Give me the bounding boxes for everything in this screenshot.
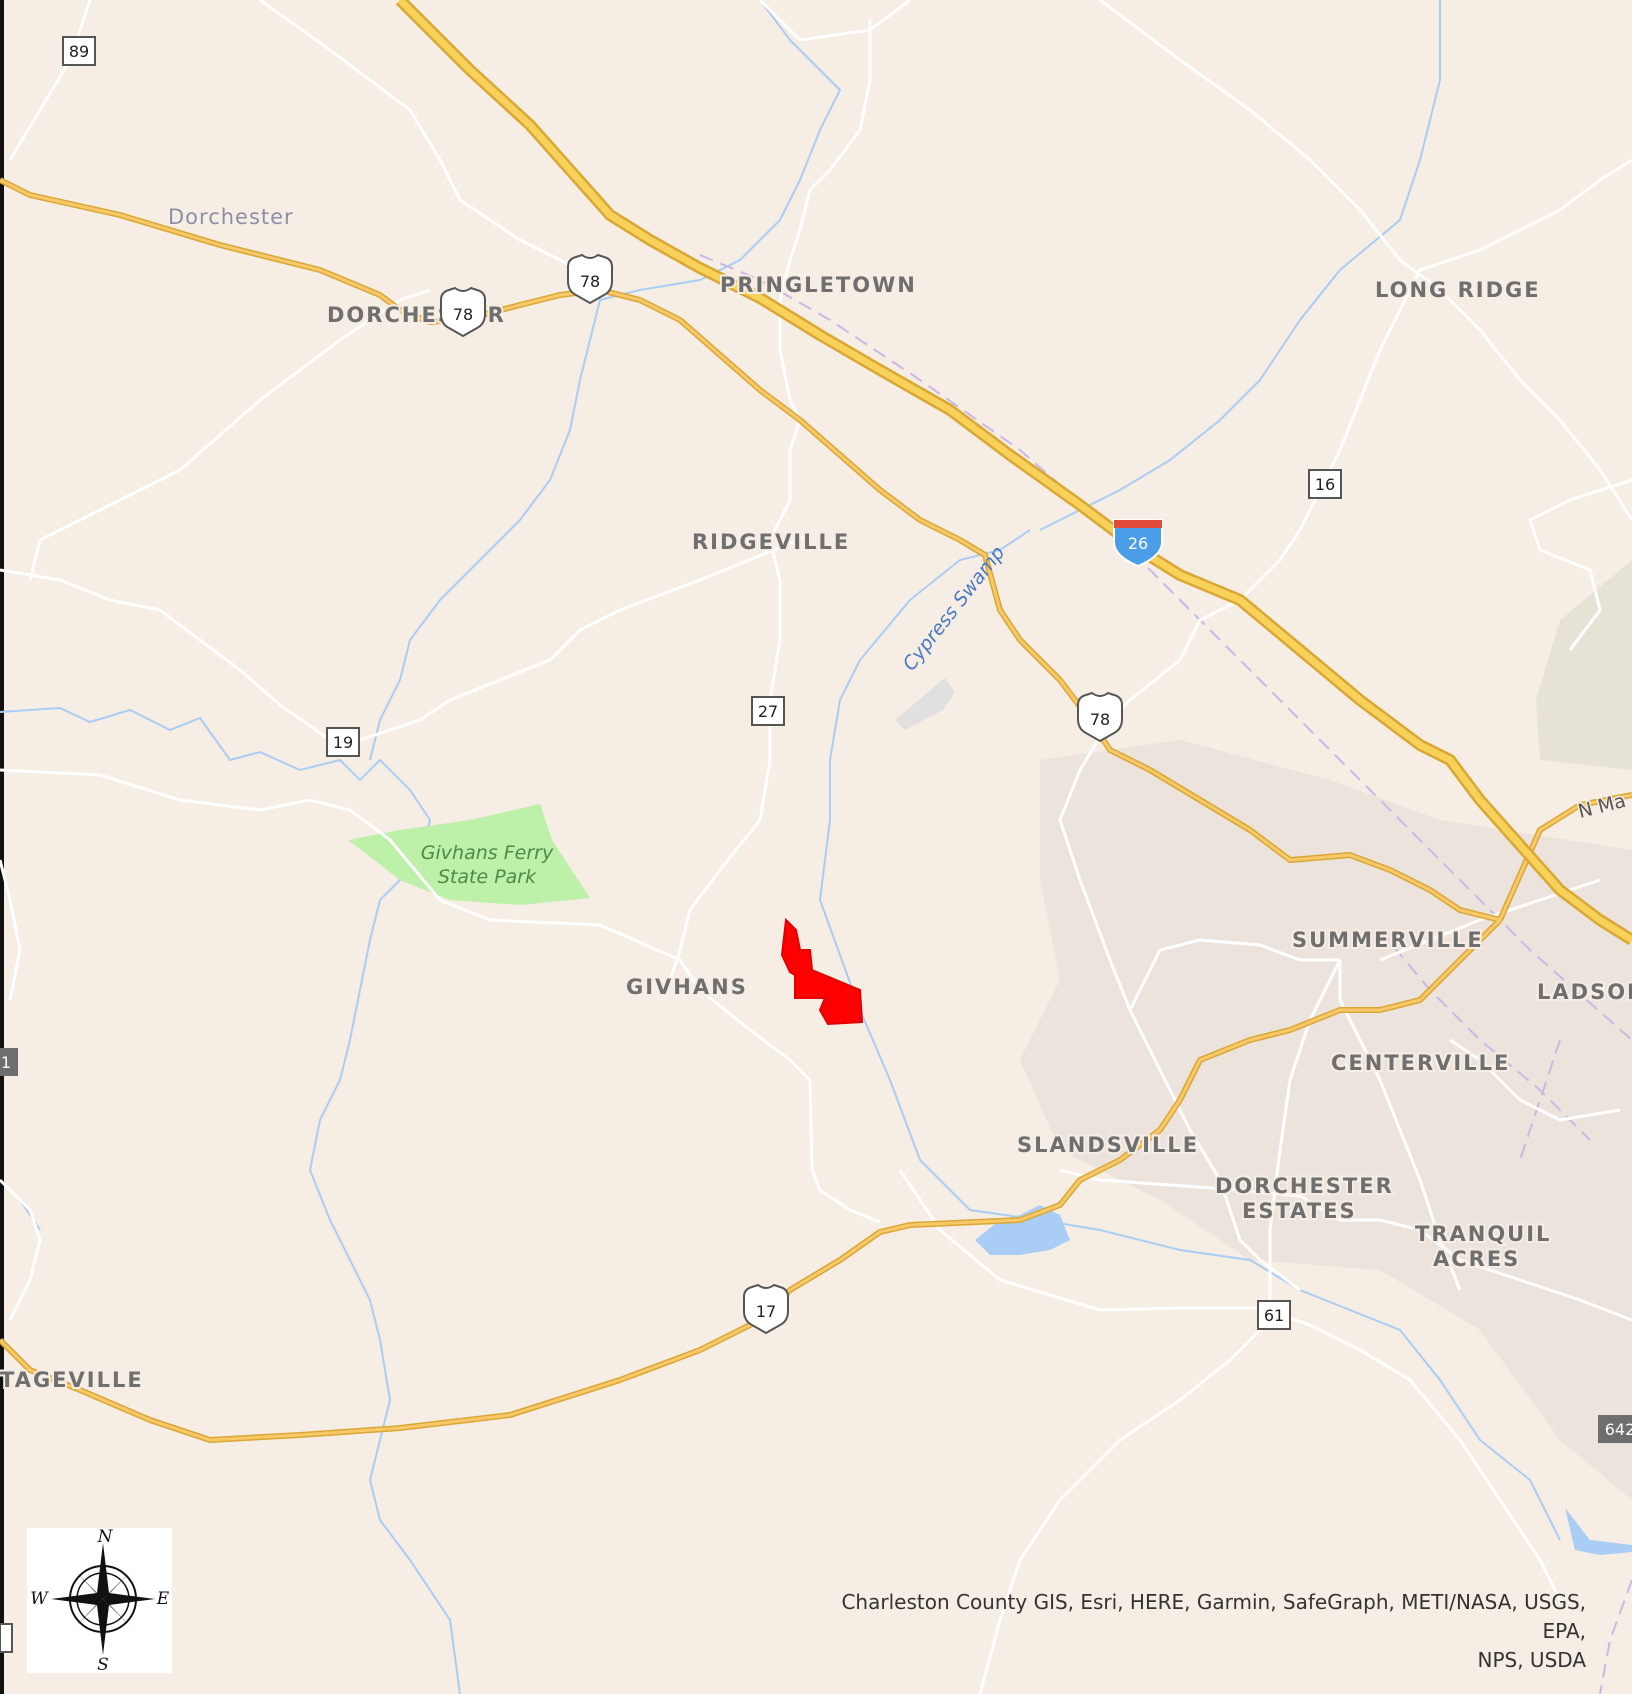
label-tranquil-acres-1: TRANQUIL	[1415, 1222, 1551, 1246]
tributary-1	[369, 0, 842, 761]
svg-text:642: 642	[1605, 1420, 1632, 1439]
us-route-shields: 78 78 78 17	[440, 253, 1123, 1335]
shield-us-17: 17	[743, 1283, 789, 1335]
svg-text:26: 26	[1128, 534, 1148, 553]
label-n-main-street: N Ma	[1576, 790, 1628, 823]
park-label: Givhans Ferry State Park	[421, 842, 554, 888]
label-cypress-swamp: Cypress Swamp	[899, 542, 1010, 675]
label-dorchester-estates-1: DORCHESTER	[1215, 1174, 1394, 1198]
label-centerville: CENTERVILLE	[1331, 1051, 1510, 1075]
compass-west: W	[30, 1589, 49, 1609]
pond	[975, 1205, 1070, 1255]
railroad-lines	[699, 254, 1632, 1694]
compass-south: S	[97, 1655, 109, 1673]
svg-text:78: 78	[1090, 710, 1110, 729]
label-pringletown: PRINGLETOWN	[720, 273, 917, 297]
shield-i-26: 26	[1113, 519, 1163, 568]
label-dorchester-region: Dorchester	[168, 205, 294, 229]
svg-text:89: 89	[69, 42, 89, 61]
label-givhans: GIVHANS	[626, 975, 748, 999]
shield-edge-left: 1	[0, 1048, 18, 1076]
us-routes	[0, 177, 1632, 1443]
compass-north: N	[97, 1528, 114, 1547]
svg-text:19: 19	[333, 733, 353, 752]
svg-text:1: 1	[1, 1053, 11, 1072]
park-label-line1: Givhans Ferry	[421, 842, 554, 864]
label-slandsville: SLANDSVILLE	[1017, 1133, 1199, 1157]
label-tranquil-acres-2: ACRES	[1433, 1247, 1520, 1271]
shield-us-78-b: 78	[567, 253, 613, 305]
attribution-line-1: Charleston County GIS, Esri, HERE, Garmi…	[841, 1590, 1586, 1643]
map-frame-edge	[0, 0, 4, 1694]
attribution-line-2: NPS, USDA	[1477, 1648, 1587, 1672]
facility-area	[895, 678, 955, 730]
givhans-ferry-state-park[interactable]	[348, 804, 590, 905]
svg-text:16: 16	[1315, 475, 1335, 494]
shield-edge-642: 642	[1598, 1415, 1632, 1443]
shield-us-78-c: 78	[1077, 691, 1123, 743]
svg-text:17: 17	[756, 1302, 776, 1321]
cypress-swamp-stream	[818, 529, 1561, 1541]
compass-icon: N S W E	[30, 1527, 170, 1675]
shield-edge-bottom-left	[0, 1623, 13, 1653]
svg-text:27: 27	[758, 702, 778, 721]
highlighted-parcel[interactable]	[780, 917, 864, 1026]
tributary-2	[1039, 0, 1441, 531]
map-attribution: Charleston County GIS, Esri, HERE, Garmi…	[826, 1588, 1586, 1675]
label-long-ridge: LONG RIDGE	[1375, 278, 1541, 302]
compass-rose: N S W E	[27, 1527, 172, 1675]
urban-area	[1020, 740, 1632, 1500]
pond-2	[1565, 1508, 1632, 1555]
shield-us-78-a: 78	[440, 286, 486, 338]
shield-sc-16: 16	[1308, 469, 1342, 499]
svg-text:78: 78	[580, 272, 600, 291]
shield-sc-61: 61	[1257, 1300, 1291, 1330]
edisto-river	[0, 706, 461, 1694]
shield-sc-27: 27	[751, 696, 785, 726]
compass-east: E	[156, 1589, 170, 1609]
park-label-line2: State Park	[438, 866, 537, 888]
label-ridgeville: RIDGEVILLE	[692, 530, 850, 554]
label-summerville: SUMMERVILLE	[1292, 928, 1484, 952]
label-tageville: TAGEVILLE	[0, 1368, 144, 1392]
shield-sc-89: 89	[62, 36, 96, 66]
interstate-26	[395, 0, 1632, 946]
wooded-area	[1536, 560, 1632, 770]
label-dorchester-estates-2: ESTATES	[1242, 1199, 1357, 1223]
svg-text:61: 61	[1264, 1306, 1284, 1325]
rivers	[0, 0, 1561, 1694]
svg-text:78: 78	[453, 305, 473, 324]
label-ladson: LADSON	[1537, 980, 1632, 1004]
shield-sc-19: 19	[326, 727, 360, 757]
state-route-shields: 89 19 27 16 61 642 1	[0, 36, 1632, 1653]
